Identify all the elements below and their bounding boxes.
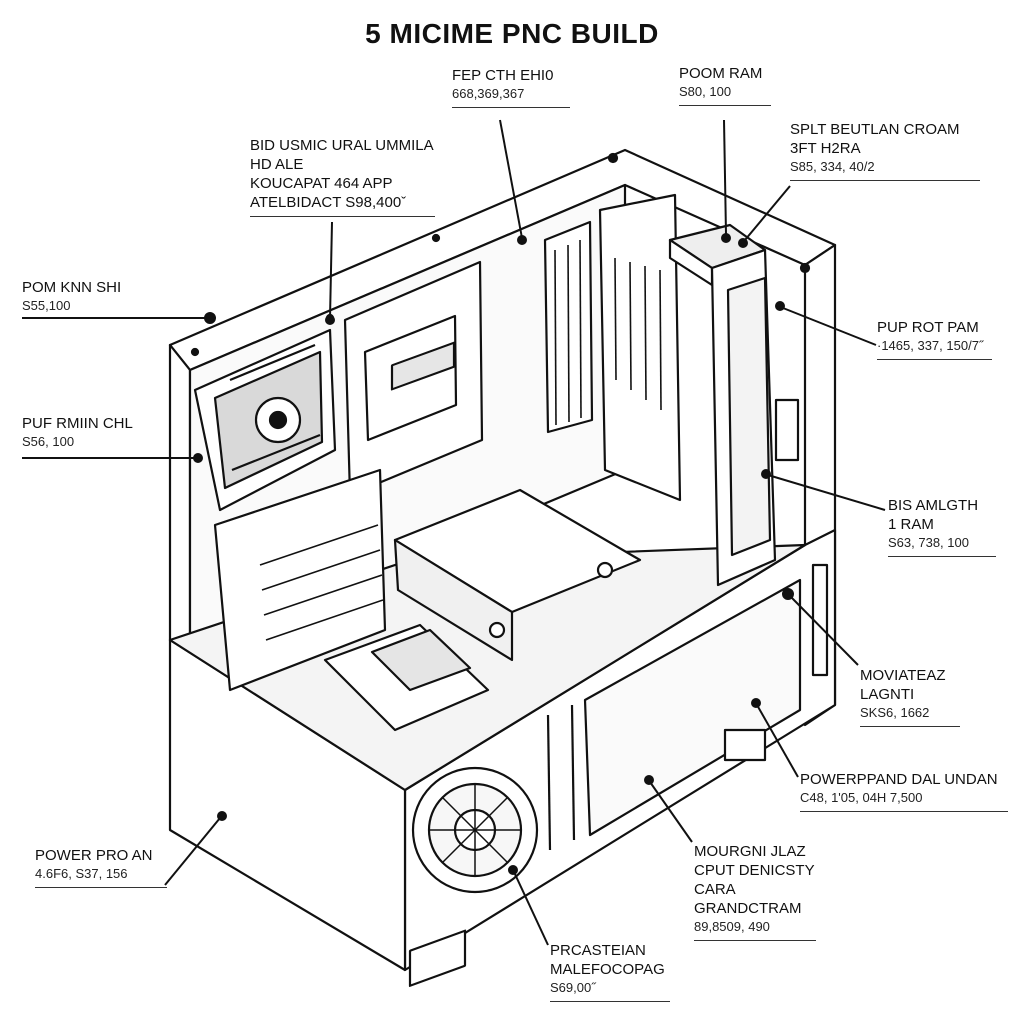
callout-poom-ram: POOM RAM S80, 100 bbox=[679, 64, 771, 106]
callout-value: S80, 100 bbox=[679, 84, 732, 99]
callout-fep: FEP CTH EHI0 668,369,367 bbox=[452, 66, 570, 108]
leader-c10 bbox=[756, 704, 799, 778]
callout-value: S55,100 bbox=[22, 298, 71, 313]
callout-bid: BID USMIC URAL UMMILA HD ALE KOUCAPAT 46… bbox=[250, 136, 435, 217]
leader-c2 bbox=[723, 119, 727, 235]
leader-c11 bbox=[164, 817, 221, 886]
callout-label: CPUT DENICSTY bbox=[694, 862, 815, 879]
leader-c8 bbox=[767, 474, 886, 511]
leader-c4 bbox=[329, 221, 333, 319]
leader-c6 bbox=[782, 307, 877, 346]
callout-label: 1 RAM bbox=[888, 516, 934, 533]
callout-value: S85, 334, 40/2 bbox=[790, 159, 875, 174]
callout-value: 4.6F6, S37, 156 bbox=[35, 866, 128, 881]
callout-value: S63, 738, 100 bbox=[888, 535, 969, 550]
callout-label: POWER PRO AN bbox=[35, 847, 153, 864]
leader-c3 bbox=[744, 185, 791, 241]
callout-label: BID USMIC URAL UMMILA bbox=[250, 137, 434, 154]
callout-value: S56, 100 bbox=[22, 434, 75, 449]
callout-value: S69,00˝ bbox=[550, 980, 596, 995]
callout-label: MOVIATEAZ bbox=[860, 667, 946, 684]
callout-bis: BIS AMLGTH 1 RAM S63, 738, 100 bbox=[888, 496, 996, 557]
callout-label: LAGNTI bbox=[860, 686, 915, 703]
callout-moviateaz: MOVIATEAZ LAGNTI SKS6, 1662 bbox=[860, 666, 960, 727]
leader-c9 bbox=[789, 595, 859, 666]
diagram-title: 5 MICIME PNC BUILD bbox=[365, 18, 659, 49]
leader-c12 bbox=[649, 781, 693, 843]
callout-label: CARA bbox=[694, 881, 736, 898]
callout-powerppand: POWERPPAND DAL UNDAN C48, 1'05, 04H 7,50… bbox=[800, 770, 1008, 812]
callout-label: PUP ROT PAM bbox=[877, 319, 979, 336]
callout-prcasteian: PRCASTEIAN MALEFOCOPAG S69,00˝ bbox=[550, 941, 670, 1002]
callout-label: POWERPPAND DAL UNDAN bbox=[800, 771, 998, 788]
drive-sleds bbox=[213, 468, 387, 692]
callout-label: SPLT BEUTLAN CROAM bbox=[790, 121, 960, 138]
callout-value: 668,369,367 bbox=[452, 86, 525, 101]
callout-label: BIS AMLGTH bbox=[888, 497, 979, 514]
callout-label: KOUCAPAT 464 APP bbox=[250, 175, 393, 192]
callout-value: C48, 1'05, 04H 7,500 bbox=[800, 790, 923, 805]
front-panel-recess bbox=[583, 578, 802, 837]
callout-power-pro: POWER PRO AN 4.6F6, S37, 156 bbox=[35, 846, 167, 888]
callout-label: 3FT H2RA bbox=[790, 140, 861, 157]
case-left-wall bbox=[168, 343, 192, 652]
callout-value: 89,8509, 490 bbox=[694, 919, 770, 934]
callout-label: MOURGNI JLAZ bbox=[694, 843, 806, 860]
callout-label: PRCASTEIAN bbox=[550, 942, 646, 959]
callout-splt: SPLT BEUTLAN CROAM 3FT H2RA S85, 334, 40… bbox=[790, 120, 980, 181]
callout-label: HD ALE bbox=[250, 156, 304, 173]
callout-label: PUF RMIIN CHL bbox=[22, 415, 133, 432]
drive-cage bbox=[598, 193, 682, 502]
callout-value: SKS6, 1662 bbox=[860, 705, 930, 720]
callout-pom-knn: POM KNN SHI S55,100 bbox=[22, 278, 132, 315]
callout-label: GRANDCTRAM bbox=[694, 900, 802, 917]
callout-label: POM KNN SHI bbox=[22, 279, 122, 296]
callout-pup-rot: PUP ROT PAM ·1465, 337, 150/7˝ bbox=[877, 318, 992, 360]
callout-label: POOM RAM bbox=[679, 65, 763, 82]
leader-c13 bbox=[513, 871, 549, 946]
callout-mourgni: MOURGNI JLAZ CPUT DENICSTY CARA GRANDCTR… bbox=[694, 842, 816, 941]
callout-label: MALEFOCOPAG bbox=[550, 961, 665, 978]
leader-c1 bbox=[499, 119, 523, 239]
callout-value: ·1465, 337, 150/7˝ bbox=[877, 338, 984, 353]
callout-label: FEP CTH EHI0 bbox=[452, 67, 554, 84]
callout-value: ATELBIDACT S98,400ˇ bbox=[250, 194, 407, 211]
callout-puf-rmiin: PUF RMIIN CHL S56, 100 bbox=[22, 414, 133, 451]
